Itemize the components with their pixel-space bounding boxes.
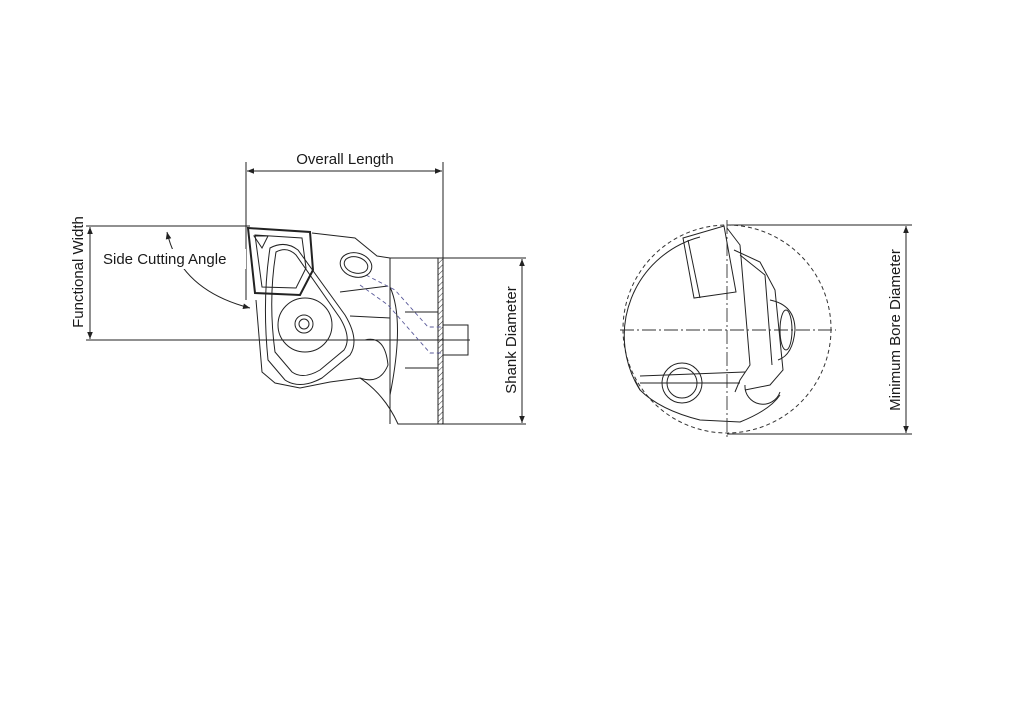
tool-outline-arc [623, 236, 701, 391]
shank-diameter-dimension: Shank Diameter [398, 257, 526, 425]
cutting-insert [246, 226, 355, 385]
overall-length-label: Overall Length [296, 151, 394, 168]
tool-body [255, 232, 469, 425]
bore-circle [622, 224, 832, 434]
functional-width-label: Functional Width [70, 216, 87, 328]
shank-diameter-label: Shank Diameter [503, 286, 520, 394]
end-view: Minimum Bore Diameter [620, 220, 912, 440]
minimum-bore-diameter-label: Minimum Bore Diameter [887, 249, 904, 411]
functional-width-dimension: Functional Width [70, 216, 470, 341]
overall-length-dimension: Overall Length [245, 151, 444, 300]
end-view-insert [639, 225, 796, 405]
minimum-bore-diameter-dimension: Minimum Bore Diameter [727, 224, 912, 435]
side-cutting-angle-label: Side Cutting Angle [103, 251, 226, 268]
side-view: Overall Length Functional Width Side Cut… [70, 151, 526, 425]
side-cutting-angle-dimension: Side Cutting Angle [100, 225, 251, 309]
